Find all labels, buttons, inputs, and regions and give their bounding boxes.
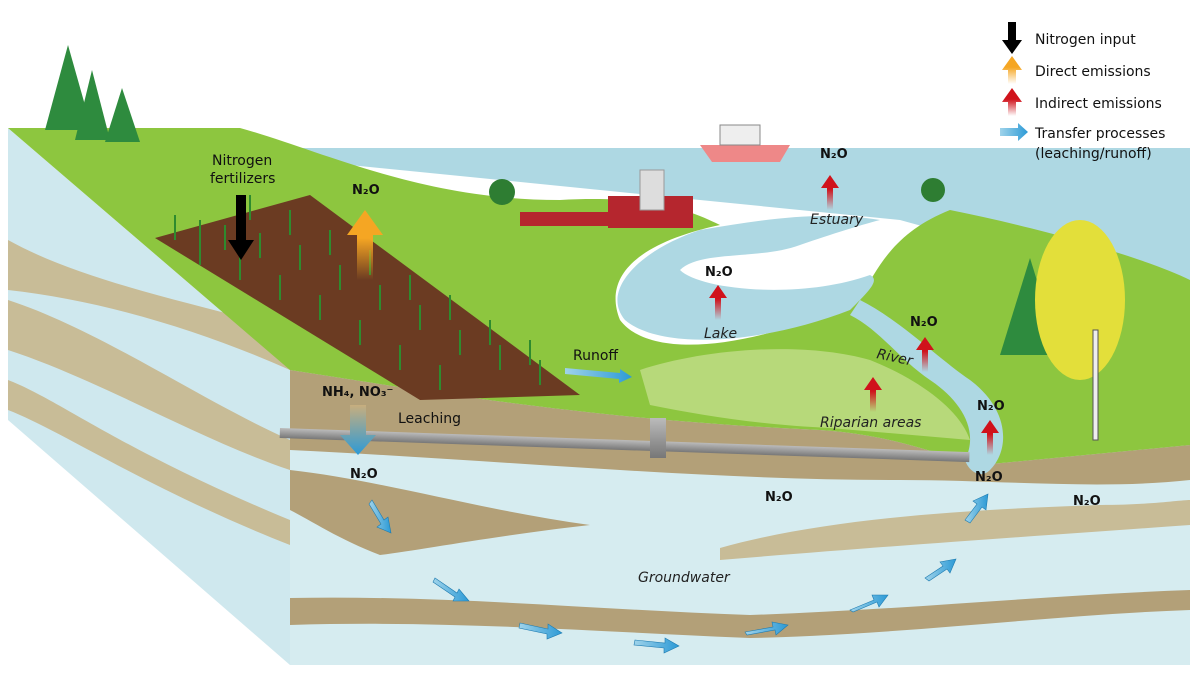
soil-layer-bottom	[290, 590, 1190, 638]
label-n2o-riverbed: N₂O	[975, 470, 1003, 485]
indirect-emission-arrows	[709, 175, 999, 455]
label-n2o-lake: N₂O	[705, 265, 733, 280]
label-nh4-no3: NH₄, NO₃⁻	[322, 385, 393, 400]
label-nitrogen-fertilizers-2: fertilizers	[210, 171, 275, 187]
direct-emission-arrow	[347, 210, 383, 280]
left-soil-layers	[8, 240, 290, 545]
label-n2o-field: N₂O	[352, 183, 380, 198]
label-riparian-areas: Riparian areas	[820, 415, 921, 431]
label-n2o-estuary: N₂O	[820, 147, 848, 162]
soil-lens	[290, 470, 590, 555]
label-n2o-riverbank: N₂O	[977, 399, 1005, 414]
legend-direct-emissions: Direct emissions	[1035, 64, 1151, 80]
river	[850, 300, 1004, 475]
legend-transfer-processes: Transfer processes	[1034, 126, 1165, 142]
farm-buildings	[520, 169, 693, 228]
tree-farm	[489, 179, 515, 205]
label-river: River	[875, 346, 915, 369]
legend-direct-emissions-icon	[1002, 56, 1022, 84]
label-leaching: Leaching	[398, 411, 461, 427]
label-n2o-river: N₂O	[910, 315, 938, 330]
label-groundwater: Groundwater	[638, 570, 731, 586]
soil-lens-2	[720, 500, 1190, 560]
groundwater-transfer-arrows	[368, 493, 989, 654]
drainage-pipe	[279, 428, 970, 463]
label-nitrogen-fertilizers: Nitrogen	[212, 153, 272, 169]
legend-indirect-emissions-icon	[1002, 88, 1022, 116]
riparian-area	[640, 349, 970, 440]
soil-layer-top	[290, 370, 1190, 485]
label-estuary: Estuary	[810, 212, 864, 228]
label-runoff: Runoff	[573, 348, 618, 364]
tree-estuary	[921, 178, 945, 202]
label-lake: Lake	[704, 326, 737, 342]
legend-nitrogen-input: Nitrogen input	[1035, 32, 1136, 48]
nitrogen-input-arrow	[228, 195, 254, 260]
legend-transfer-icon	[1000, 123, 1028, 141]
legend-nitrogen-input-icon	[1002, 22, 1022, 54]
label-n2o-soil: N₂O	[350, 467, 378, 482]
lake	[617, 215, 880, 340]
leaching-arrow	[340, 405, 376, 455]
label-n2o-right: N₂O	[1073, 494, 1101, 509]
birch-trees	[1035, 220, 1125, 441]
runoff-arrow	[565, 368, 632, 383]
pipe-junction	[650, 418, 666, 458]
legend-transfer-processes-sub: (leaching/runoff)	[1035, 146, 1152, 162]
estuary-water	[240, 148, 1190, 300]
crop-field	[155, 195, 580, 400]
boat	[700, 124, 790, 162]
label-n2o-groundwater: N₂O	[765, 490, 793, 505]
legend-indirect-emissions: Indirect emissions	[1035, 96, 1162, 112]
